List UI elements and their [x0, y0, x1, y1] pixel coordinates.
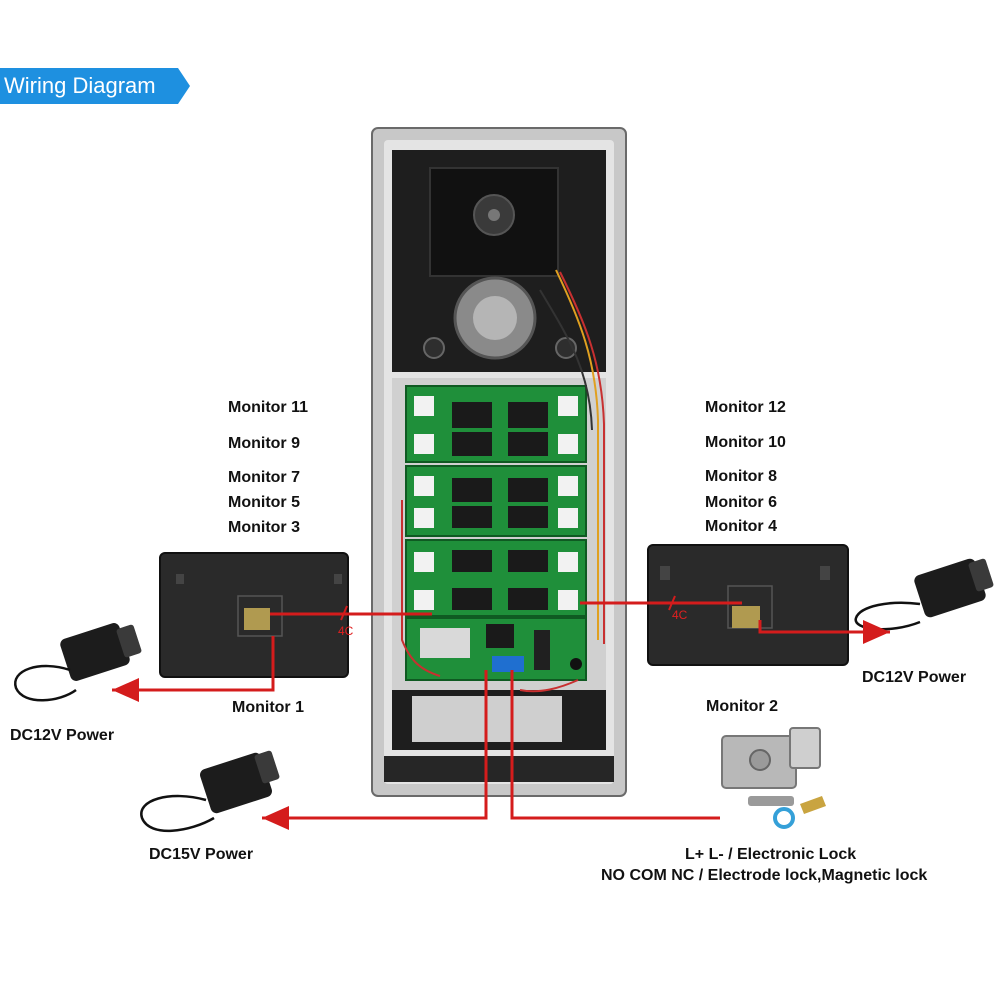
relay-board-stack [405, 385, 587, 681]
adapter-right [854, 558, 994, 631]
label-monitor-9: Monitor 9 [228, 435, 300, 452]
cable-tag-right: 4C [672, 608, 688, 622]
adapter-left [14, 623, 142, 702]
label-lock-line2: NO COM NC / Electrode lock,Magnetic lock [601, 867, 928, 884]
label-monitor-1: Monitor 1 [232, 699, 304, 716]
red-wires [112, 595, 890, 830]
monitor-right [647, 544, 849, 666]
label-power-bottom: DC15V Power [149, 846, 254, 863]
label-monitor-3: Monitor 3 [228, 519, 300, 536]
label-monitor-4: Monitor 4 [705, 518, 777, 535]
label-monitor-10: Monitor 10 [705, 434, 786, 451]
monitor-left [159, 552, 349, 678]
banner-title: Wiring Diagram [4, 73, 156, 98]
diagram-banner: Wiring Diagram [0, 68, 190, 104]
label-monitor-11: Monitor 11 [228, 399, 309, 416]
electronic-lock [721, 727, 826, 829]
label-monitor-8: Monitor 8 [705, 468, 777, 485]
label-lock-line1: L+ L- / Electronic Lock [685, 846, 857, 863]
adapter-bottom [140, 750, 280, 832]
internal-wires [401, 269, 605, 693]
cable-tag-left: 4C [338, 624, 354, 638]
label-monitor-2: Monitor 2 [706, 698, 778, 715]
label-monitor-6: Monitor 6 [705, 494, 777, 511]
label-power-right: DC12V Power [862, 669, 967, 686]
banner-shape [0, 68, 190, 104]
label-monitor-5: Monitor 5 [228, 494, 300, 511]
label-power-left: DC12V Power [10, 727, 115, 744]
label-monitor-7: Monitor 7 [228, 469, 300, 486]
label-monitor-12: Monitor 12 [705, 399, 786, 416]
